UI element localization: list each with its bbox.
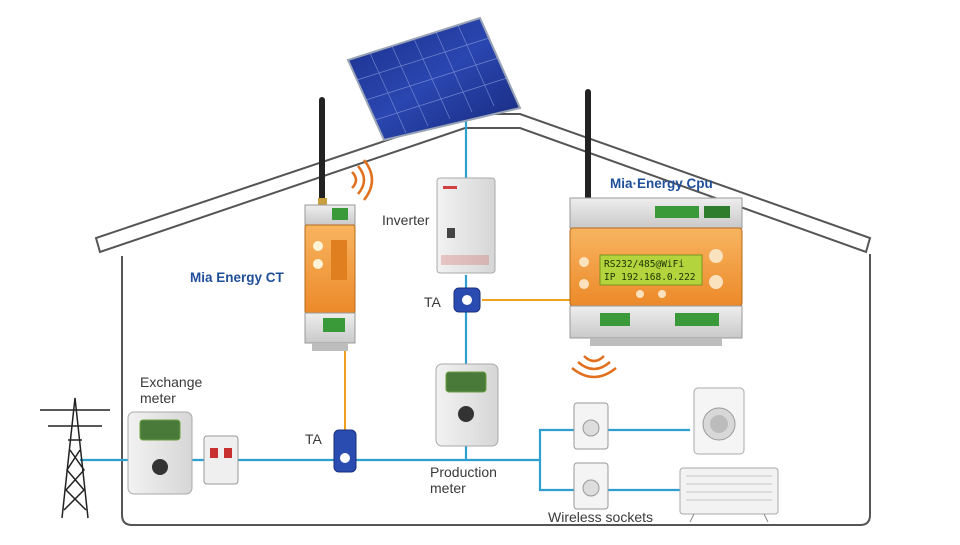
mia-energy-ct-label: Mia Energy CT — [190, 270, 284, 285]
mia-energy-ct-device — [304, 97, 356, 351]
cpu-lcd-line-1: RS232/485@WiFi — [604, 259, 684, 270]
ta-top-label: TA — [424, 294, 441, 310]
house-outline — [94, 113, 872, 526]
circuit-breaker-device — [203, 435, 239, 485]
ta-bottom-label: TA — [305, 431, 322, 447]
inverter-device — [436, 177, 496, 274]
production-meter-device — [435, 363, 499, 447]
electric-heater-icon — [679, 467, 779, 523]
wireless-socket-bottom — [573, 462, 609, 510]
production-meter-label-line2: meter — [430, 480, 466, 496]
orange-wiring — [344, 299, 572, 432]
mia-energy-cpu-device: RS232/485@WiFi IP 192.168.0.222 — [569, 89, 743, 346]
exchange-meter-device — [127, 411, 193, 495]
ct-wireless-waves — [351, 159, 374, 201]
cpu-lcd-line-2: IP 192.168.0.222 — [604, 272, 696, 283]
exchange-meter-label-line1: Exchange — [140, 374, 203, 390]
ta-clamp-bottom — [333, 429, 357, 473]
cpu-wireless-waves — [571, 355, 617, 379]
ta-clamp-top — [453, 287, 481, 313]
production-meter-label-line1: Production — [430, 464, 497, 480]
inverter-label: Inverter — [382, 212, 430, 228]
washing-machine-icon — [693, 387, 745, 455]
power-pylon-icon — [40, 397, 110, 519]
exchange-meter-label-line2: meter — [140, 390, 176, 406]
wireless-socket-top — [573, 402, 609, 450]
wireless-sockets-label: Wireless sockets — [548, 509, 654, 525]
solar-panel-image — [346, 16, 522, 142]
mia-energy-cpu-label: Mia·Energy Cpu — [610, 176, 713, 191]
